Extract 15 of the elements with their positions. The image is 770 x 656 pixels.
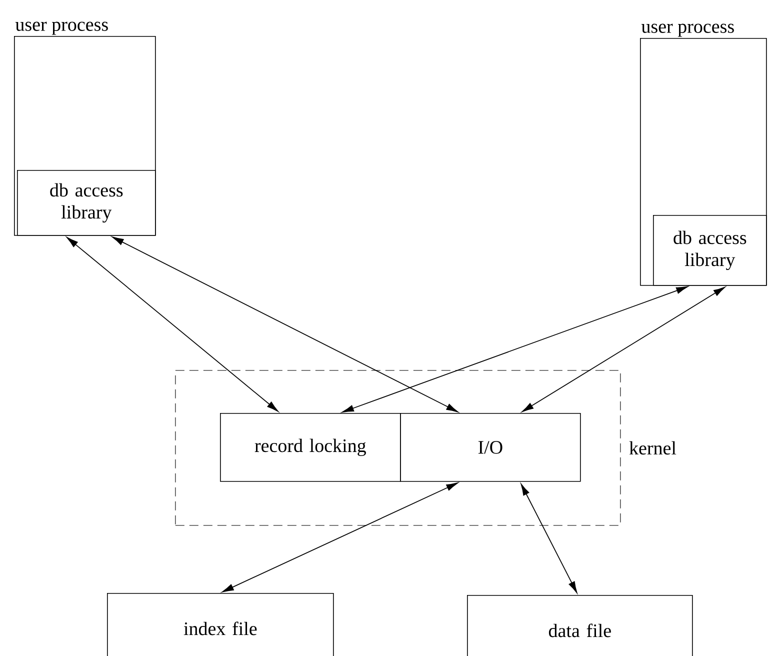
node-label: kernel bbox=[629, 441, 676, 455]
node-label: user process bbox=[641, 24, 734, 37]
arrow bbox=[522, 286, 726, 412]
arrow bbox=[66, 237, 278, 412]
library-box: db access library bbox=[653, 215, 767, 286]
arrow bbox=[222, 482, 458, 592]
file-box: index file bbox=[107, 593, 334, 656]
file-box: data file bbox=[467, 595, 693, 656]
arrow bbox=[342, 286, 688, 413]
arrow bbox=[112, 236, 458, 412]
arrow bbox=[520, 484, 578, 594]
node-label: user process bbox=[15, 22, 108, 35]
io-box: I/O bbox=[400, 413, 581, 482]
library-box: db access library bbox=[17, 170, 156, 236]
record-locking-box: record locking bbox=[220, 413, 401, 482]
